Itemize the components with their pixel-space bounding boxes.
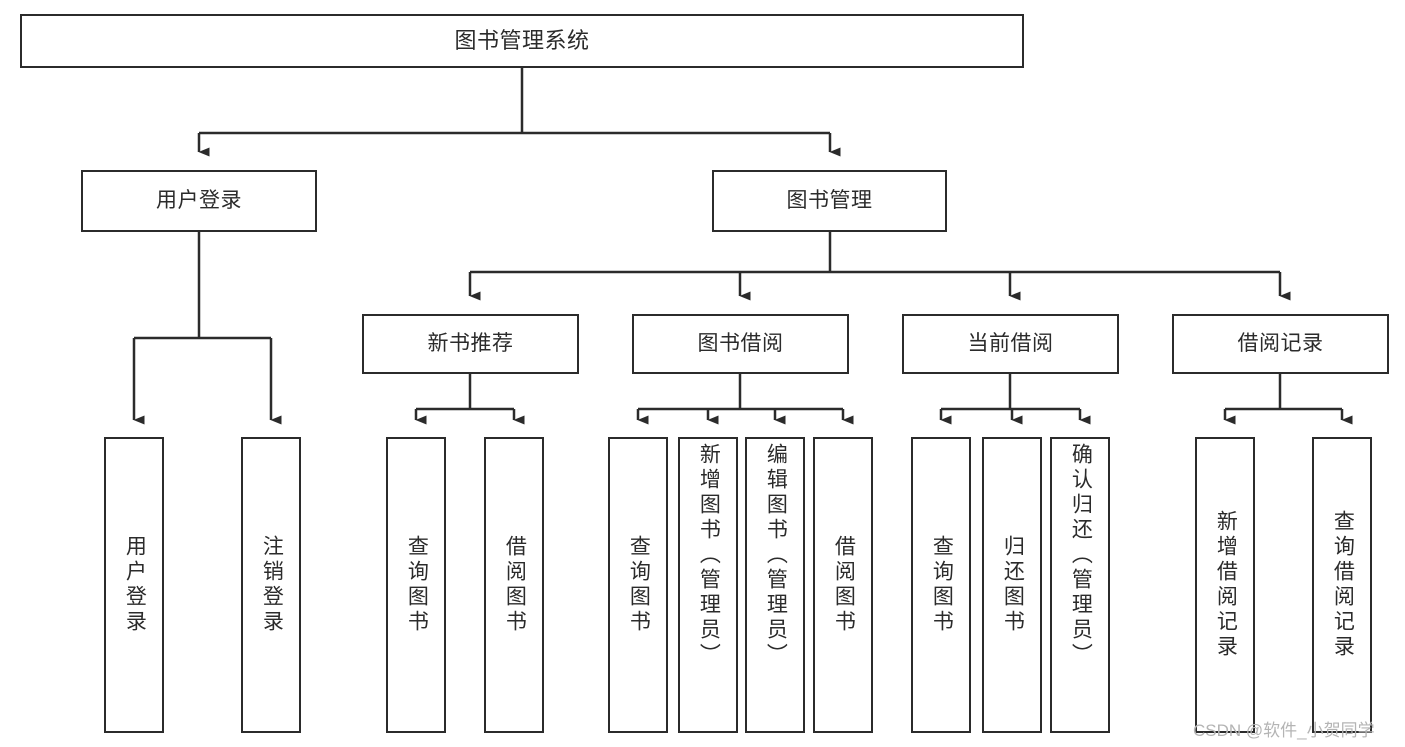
node-leaf-add-book[interactable]: 新增图书（管理员） [678, 437, 738, 733]
node-leaf-query-record-label: 查询借阅记录 [1331, 510, 1355, 660]
node-leaf-add-record[interactable]: 新增借阅记录 [1195, 437, 1255, 733]
node-root-label: 图书管理系统 [454, 27, 590, 53]
node-leaf-borrow-book-rec-label: 借阅图书 [503, 535, 527, 635]
node-leaf-logout-login[interactable]: 注销登录 [241, 437, 301, 733]
node-leaf-query-book-rec[interactable]: 查询图书 [386, 437, 446, 733]
node-leaf-query-book-borrow-label: 查询图书 [627, 535, 651, 635]
node-leaf-return-book-label: 归还图书 [1001, 535, 1025, 635]
node-leaf-add-record-label: 新增借阅记录 [1214, 510, 1238, 660]
node-leaf-user-login[interactable]: 用户登录 [104, 437, 164, 733]
node-leaf-query-book-cur[interactable]: 查询图书 [911, 437, 971, 733]
node-new-book-recommend-label: 新书推荐 [427, 332, 514, 356]
node-book-manage-label: 图书管理 [786, 189, 873, 213]
node-leaf-return-book[interactable]: 归还图书 [982, 437, 1042, 733]
node-leaf-logout-login-label: 注销登录 [260, 535, 284, 635]
node-leaf-confirm-return-label: 确认归还（管理员） [1069, 443, 1093, 668]
node-leaf-query-book-borrow[interactable]: 查询图书 [608, 437, 668, 733]
node-leaf-add-book-label: 新增图书（管理员） [697, 443, 721, 668]
csdn-watermark: CSDN @软件_小贺同学 [1193, 721, 1375, 740]
node-leaf-user-login-label: 用户登录 [123, 535, 147, 635]
node-user-login-label: 用户登录 [156, 189, 242, 213]
node-leaf-query-book-cur-label: 查询图书 [930, 535, 954, 635]
node-current-borrow[interactable]: 当前借阅 [902, 314, 1119, 374]
node-leaf-edit-book[interactable]: 编辑图书（管理员） [745, 437, 805, 733]
node-leaf-borrow-book-label: 借阅图书 [832, 535, 856, 635]
node-leaf-borrow-book[interactable]: 借阅图书 [813, 437, 873, 733]
node-book-borrow[interactable]: 图书借阅 [632, 314, 849, 374]
node-borrow-record[interactable]: 借阅记录 [1172, 314, 1389, 374]
node-borrow-record-label: 借阅记录 [1237, 332, 1324, 356]
node-book-borrow-label: 图书借阅 [697, 332, 784, 356]
node-leaf-query-record[interactable]: 查询借阅记录 [1312, 437, 1372, 733]
node-leaf-borrow-book-rec[interactable]: 借阅图书 [484, 437, 544, 733]
node-current-borrow-label: 当前借阅 [967, 332, 1054, 356]
node-root[interactable]: 图书管理系统 [20, 14, 1024, 68]
node-new-book-recommend[interactable]: 新书推荐 [362, 314, 579, 374]
node-leaf-query-book-rec-label: 查询图书 [405, 535, 429, 635]
node-leaf-edit-book-label: 编辑图书（管理员） [764, 443, 788, 668]
node-leaf-confirm-return[interactable]: 确认归还（管理员） [1050, 437, 1110, 733]
node-user-login[interactable]: 用户登录 [81, 170, 317, 232]
node-book-manage[interactable]: 图书管理 [712, 170, 947, 232]
